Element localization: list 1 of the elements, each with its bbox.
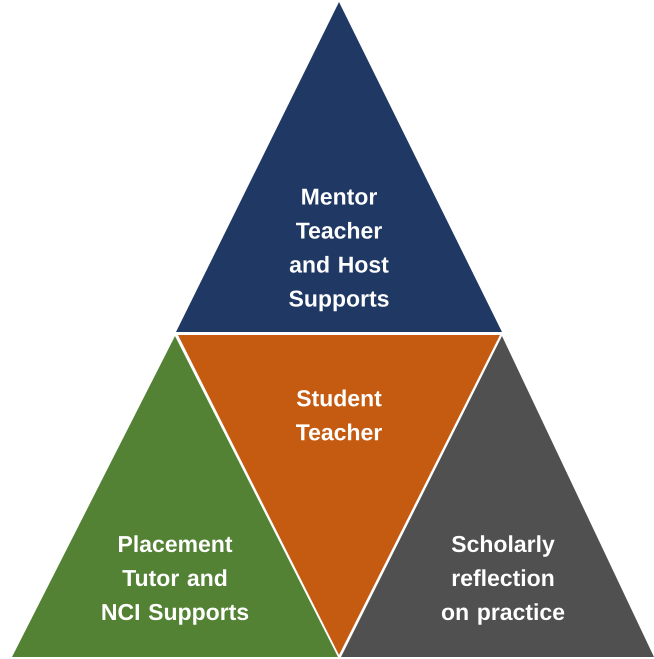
triangle: Mentor Teacher and Host Supports (176, 2, 502, 332)
